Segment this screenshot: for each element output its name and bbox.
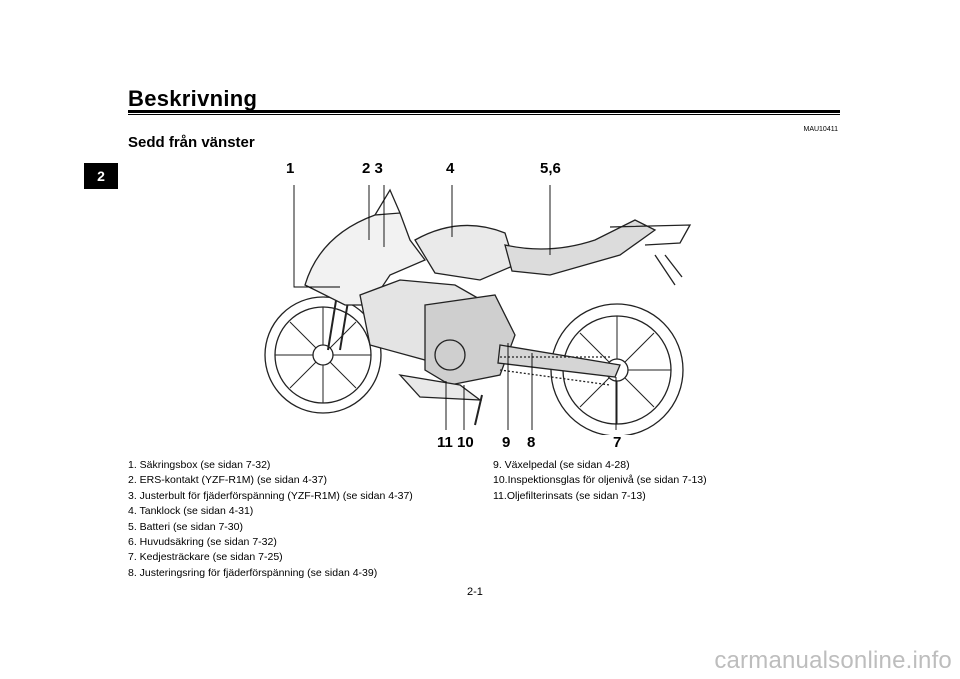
callout-9: 9 — [502, 434, 511, 451]
legend-item: 2. ERS-kontakt (YZF-R1M) (se sidan 4-37) — [128, 474, 327, 487]
legend-item: 6. Huvudsäkring (se sidan 7-32) — [128, 536, 277, 549]
callout-1: 1 — [286, 160, 295, 177]
watermark: carmanualsonline.info — [714, 647, 952, 674]
front-wheel — [264, 296, 382, 414]
callout-4: 4 — [446, 160, 455, 177]
legend-right: 9. Växelpedal (se sidan 4-28) 10.Inspekt… — [493, 458, 707, 504]
legend-item: 9. Växelpedal (se sidan 4-28) — [493, 459, 630, 471]
callout-11-10: 11 10 — [437, 434, 474, 451]
section-subtitle: Sedd från vänster — [128, 134, 255, 151]
callout-8: 8 — [527, 434, 536, 451]
legend-item: 5. Batteri (se sidan 7-30) — [128, 520, 243, 533]
legend-item: 1. Säkringsbox (se sidan 7-32) — [128, 459, 271, 471]
callout-7: 7 — [613, 434, 622, 451]
legend-item: 11.Oljefilterinsats (se sidan 7-13) — [493, 489, 646, 502]
legend-left: 1. Säkringsbox (se sidan 7-32) 2. ERS-ko… — [128, 458, 413, 581]
legend-item: 8. Justeringsring för fjäderförspänning … — [128, 566, 378, 579]
rear-wheel — [550, 303, 684, 435]
title-rule — [128, 110, 840, 113]
motorcycle-illustration — [264, 185, 692, 435]
legend-item: 10.Inspektionsglas för oljenivå (se sida… — [493, 474, 707, 487]
title-rule-thin — [128, 114, 840, 115]
legend-item: 3. Justerbult för fjäderförspänning (YZF… — [128, 489, 413, 502]
callout-5-6: 5,6 — [540, 160, 561, 177]
document-code: MAU10411 — [803, 126, 838, 133]
legend-item: 7. Kedjesträckare (se sidan 7-25) — [128, 551, 283, 564]
page-number: 2-1 — [467, 586, 483, 598]
callout-2-3: 2 3 — [362, 160, 383, 177]
legend-item: 4. Tanklock (se sidan 4-31) — [128, 505, 254, 518]
chapter-tab: 2 — [84, 163, 118, 189]
page-title: Beskrivning — [128, 86, 258, 111]
